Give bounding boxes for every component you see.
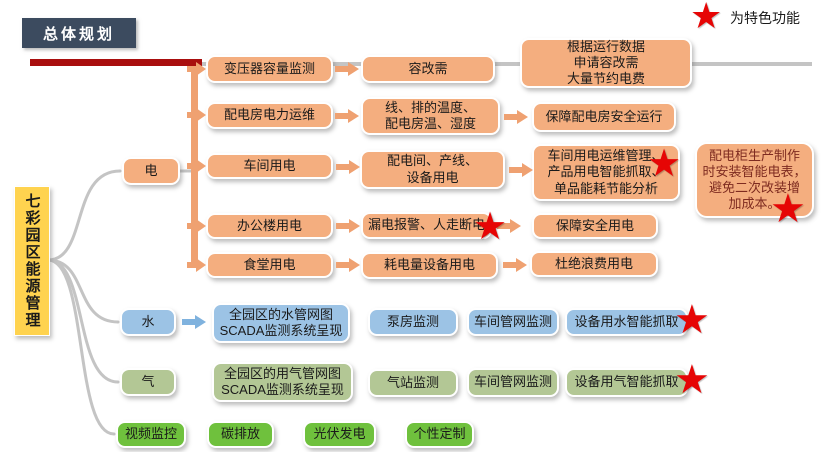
custom-box: 个性定制 <box>405 421 474 448</box>
electric-row3-col3: 车间用电运维管理、 产品用电智能抓取、 单品能耗节能分析 <box>532 144 680 201</box>
arrow-right-icon <box>182 315 206 329</box>
electric-row4-col2: 漏电报警、人走断电 <box>361 212 492 239</box>
node-water: 水 <box>120 308 176 336</box>
water-pump-monitor-box: 泵房监测 <box>368 308 458 336</box>
water-pipe-monitor-box: 车间管网监测 <box>467 308 559 336</box>
electric-row4-col1: 办公楼用电 <box>206 213 333 239</box>
arrow-right-icon <box>187 219 206 233</box>
electric-row3-col1: 车间用电 <box>206 153 333 179</box>
arrow-right-icon <box>335 62 359 76</box>
node-video-monitor: 视频监控 <box>116 421 186 448</box>
electric-row1-col2: 容改需 <box>361 55 495 83</box>
electric-row4-col3: 保障安全用电 <box>532 213 658 239</box>
gas-scada-box: 全园区的用气管网图 SCADA监测系统呈现 <box>212 362 353 402</box>
electric-row5-col1: 食堂用电 <box>206 252 333 278</box>
electric-row1-col3: 根据运行数据 申请容改需 大量节约电费 <box>520 38 692 88</box>
arrow-right-icon <box>504 110 528 124</box>
electric-row2-col2: 线、排的温度、 配电房温、湿度 <box>361 97 500 135</box>
arrow-right-icon <box>336 160 360 174</box>
arrow-right-icon <box>187 62 206 76</box>
node-electric: 电 <box>122 157 180 185</box>
arrow-right-icon <box>509 163 533 177</box>
featured-legend-label: 为特色功能 <box>730 10 800 26</box>
arrow-right-icon <box>336 219 360 233</box>
electric-row5-col2: 耗电量设备用电 <box>361 252 498 279</box>
electric-row2-col1: 配电房电力运维 <box>206 102 333 129</box>
arrow-right-icon <box>503 258 527 272</box>
pv-generation-box: 光伏发电 <box>303 421 376 448</box>
electric-row1-col1: 变压器容量监测 <box>206 55 333 83</box>
red-accent-bar <box>30 59 202 66</box>
arrow-right-icon <box>336 258 360 272</box>
node-gas: 气 <box>120 368 176 396</box>
gas-pipe-monitor-box: 车间管网监测 <box>467 368 559 397</box>
arrow-right-icon <box>187 159 206 173</box>
electric-row5-col3: 杜绝浪费用电 <box>530 251 658 277</box>
page-title: 总体规划 <box>22 18 136 48</box>
smart-meter-note: 配电柜生产制作 时安装智能电表， 避免二次改装增 加成本。 <box>695 142 814 218</box>
gas-station-monitor-box: 气站监测 <box>368 369 458 397</box>
arrow-right-icon <box>497 219 521 233</box>
carbon-emission-box: 碳排放 <box>207 421 274 448</box>
water-smart-capture-box: 设备用水智能抓取 <box>565 308 688 336</box>
gas-smart-capture-box: 设备用气智能抓取 <box>565 368 688 397</box>
electric-row2-col3: 保障配电房安全运行 <box>532 102 676 132</box>
arrow-right-icon <box>187 258 206 272</box>
timeline-gray-line <box>196 62 812 66</box>
arrow-right-icon <box>187 108 206 122</box>
electric-row3-col2: 配电间、产线、 设备用电 <box>360 150 505 189</box>
root-node-energy-management: 七彩园区能源管理 <box>14 186 50 336</box>
water-scada-box: 全园区的水管网图 SCADA监测系统呈现 <box>212 303 350 343</box>
arrow-right-icon <box>335 109 359 123</box>
